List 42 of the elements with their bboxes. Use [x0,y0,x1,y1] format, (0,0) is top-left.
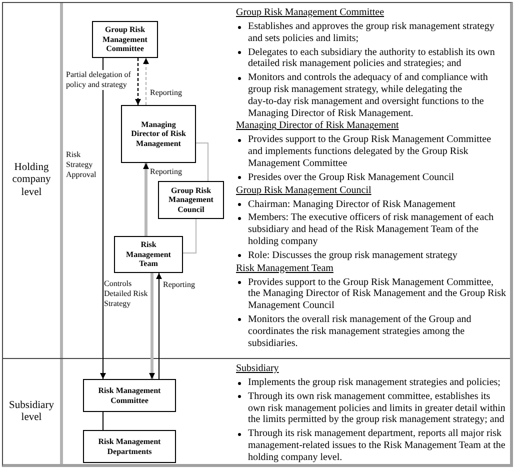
list-item-text: Through its own risk management committee, establishes its own risk management policies and limits in greater detail within the limits permitted by the group risk management strategy; and [248,390,506,426]
node-label: Risk Management Committee [97,386,162,405]
section-heading: Managing Director of Risk Management [236,120,399,132]
connector-line [196,142,208,182]
list-item-text: Chairman: Managing Director of Risk Management [248,198,456,210]
org-box [158,181,224,219]
connector-line [102,412,104,430]
list-item-text: Provides support to the Group Risk Management Committee and implements functions delegated by the Group Risk Management Committee [248,134,492,170]
node-label: Group Risk Management Committee [102,25,148,54]
section-heading: Group Risk Management Committee [236,7,384,19]
org-box [121,105,196,163]
org-box [114,236,183,273]
connector-line [182,218,196,254]
org-box [83,379,176,412]
arrow [143,163,149,236]
list-item-text: Members: The executive officers of risk management of each subsidiary and head of the Risk Management Team of the holding company [248,212,495,248]
list-item-text: Delegates to each subsidiary the authority to establish its own detailed risk management policies and strategies; and [248,46,496,70]
arrow [100,58,106,380]
list-item-text: Establishes and approves the group risk management strategy and sets policies and limits; [248,21,496,45]
node-label: Risk Management Departments [97,437,162,456]
arrow [149,273,155,379]
list-item-text: Monitors the overall risk management of the Group and coordinates the risk management strategies among the subsidiaries. [248,314,472,350]
arrow [135,58,141,105]
node-label: Group Risk Management Council [168,186,214,214]
row-header: Subsidiary level [8,400,55,424]
section-heading: Risk Management Team [236,262,334,275]
list-item-text: Presides over the Group Risk Management Council [248,172,456,184]
list-item-text: Role: Discusses the group risk management strategy [248,250,458,262]
list-item-text: Implements the group risk management strategies and policies; [248,377,502,389]
list-item-text: Provides support to the Group Risk Management Committee, the Managing Director of Risk Management and the Group Risk Management Council [248,276,507,312]
list-item-text: Monitors and controls the adequacy of and compliance with group risk management strategy, while delegating the day-to-day risk management and oversight functions to the Managing Director of Risk Management. [248,72,489,120]
section-heading: Group Risk Management Council [236,184,372,197]
arrow [143,58,149,105]
edge-label: Controls Detailed Risk Strategy [104,279,150,309]
org-box [92,21,158,58]
node-label: Managing Director of Risk Management [130,120,187,148]
arrow [156,272,162,380]
node-label: Risk Management Team [125,240,172,269]
list-item-text: Through its risk management department, reports all major risk management-related issues to the Risk Management Team at the holding company level. [248,428,506,464]
row-header: Holding company level [11,162,52,200]
org-box [83,430,176,463]
section-heading: Subsidiary [236,363,279,375]
